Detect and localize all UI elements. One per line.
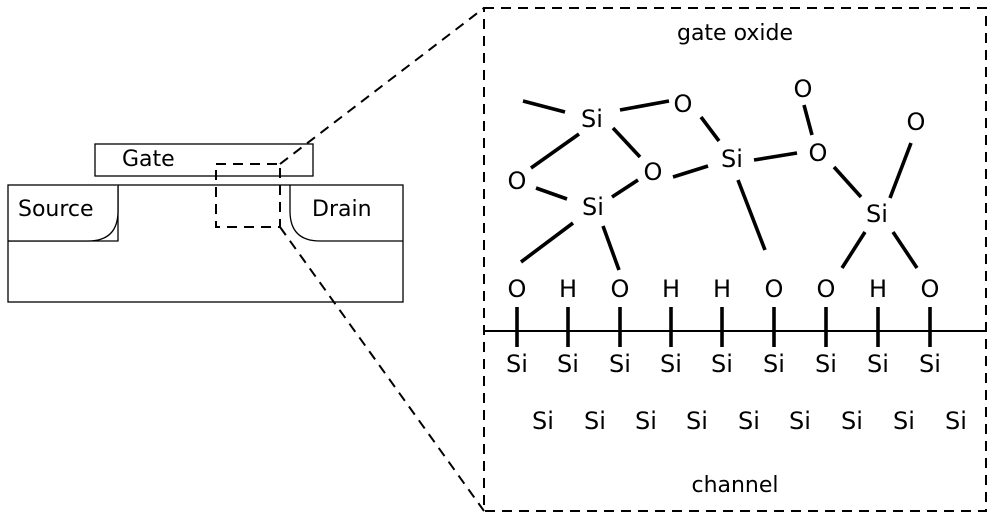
channel-si-atom: Si xyxy=(532,407,554,435)
interface-atom: O xyxy=(508,275,527,303)
drain-region xyxy=(289,185,403,242)
zoom-connector-top xyxy=(279,7,485,165)
substrate xyxy=(7,184,404,303)
gate-label: Gate xyxy=(122,147,175,172)
source-label: Source xyxy=(18,197,94,222)
channel-si-atom: Si xyxy=(686,407,708,435)
oxide-atom: O xyxy=(674,90,693,118)
drain-label: Drain xyxy=(312,197,372,222)
oxide-atoms: Si O O O Si O O Si O Si xyxy=(506,75,927,228)
channel-si-atom: Si xyxy=(841,407,863,435)
interface-atom: H xyxy=(559,275,577,303)
zoom-region-box xyxy=(215,163,281,228)
oxide-atom: O xyxy=(644,158,663,186)
channel-row-1: Si Si Si Si Si Si Si Si Si xyxy=(505,350,942,378)
oxide-atom: O xyxy=(794,75,813,103)
oxide-atom: O xyxy=(508,167,527,195)
channel-si-atom: Si xyxy=(867,350,889,378)
interface-atom: H xyxy=(713,275,731,303)
oxide-atom: Si xyxy=(581,105,603,133)
channel-si-atom: Si xyxy=(738,407,760,435)
channel-label: channel xyxy=(691,473,778,498)
oxide-atom: Si xyxy=(721,145,743,173)
zoomed-interface-panel: gate oxide channel xyxy=(483,7,987,512)
channel-si-atom: Si xyxy=(919,350,941,378)
source-region-outline xyxy=(8,185,119,242)
interface-atom: O xyxy=(765,275,784,303)
channel-si-atom: Si xyxy=(660,350,682,378)
gate-electrode xyxy=(94,143,314,177)
zoom-connector-bottom xyxy=(279,226,485,512)
oxide-atom: Si xyxy=(582,193,604,221)
channel-si-atom: Si xyxy=(584,407,606,435)
interface-atom: H xyxy=(869,275,887,303)
channel-si-atom: Si xyxy=(506,350,528,378)
channel-si-atom: Si xyxy=(815,350,837,378)
interface-atom: H xyxy=(662,275,680,303)
channel-si-atom: Si xyxy=(711,350,733,378)
channel-si-atom: Si xyxy=(789,407,811,435)
oxide-atom: O xyxy=(907,108,926,136)
channel-si-atom: Si xyxy=(893,407,915,435)
oxide-bonds xyxy=(519,99,919,271)
zoom-panel-frame xyxy=(483,7,987,512)
channel-row-2: Si Si Si Si Si Si Si Si Si xyxy=(531,407,968,435)
oxide-atom: Si xyxy=(866,200,888,228)
channel-si-atom: Si xyxy=(945,407,967,435)
gate-oxide-label: gate oxide xyxy=(677,21,793,46)
channel-si-atom: Si xyxy=(557,350,579,378)
mosfet-cross-section: Gate Source Drain xyxy=(7,143,404,303)
interface-atom: O xyxy=(921,275,940,303)
channel-si-atom: Si xyxy=(763,350,785,378)
interface-atoms: O H O H H O O H O xyxy=(506,275,941,303)
interface-atom: O xyxy=(611,275,630,303)
channel-si-atom: Si xyxy=(635,407,657,435)
interface-atom: O xyxy=(817,275,836,303)
channel-si-atom: Si xyxy=(609,350,631,378)
interface-bonds xyxy=(515,307,932,347)
oxide-atom: O xyxy=(809,139,828,167)
